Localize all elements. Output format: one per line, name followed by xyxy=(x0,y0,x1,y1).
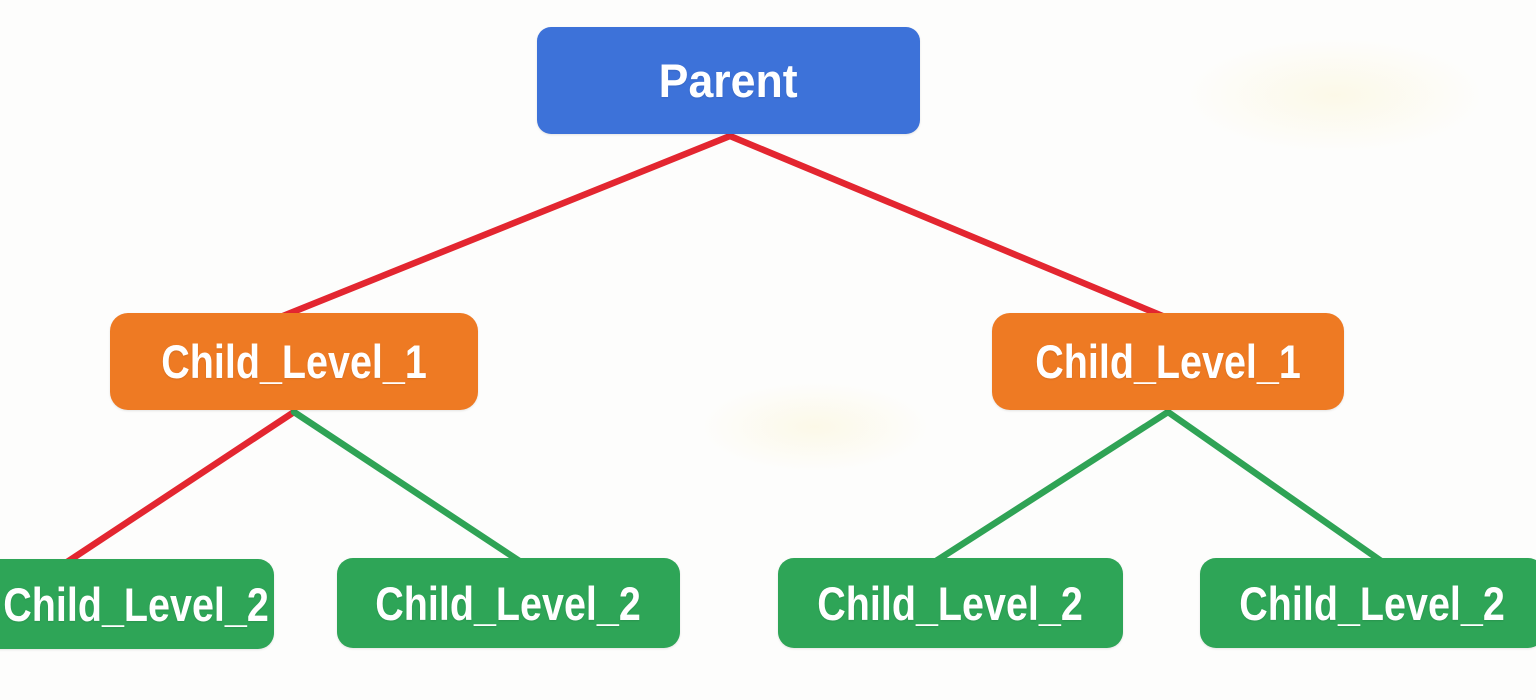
node-child-level-2-second-label: Child_Level_2 xyxy=(375,576,642,630)
node-child-level-1-right: Child_Level_1 xyxy=(992,313,1344,410)
node-child-level-2-second: Child_Level_2 xyxy=(337,558,680,648)
edge-parent-to-child1-left xyxy=(264,132,734,326)
node-child-level-1-right-label: Child_Level_1 xyxy=(1035,335,1301,388)
node-child-level-2-fourth: Child_Level_2 xyxy=(1200,558,1536,648)
edge-child1-left-to-child2-1 xyxy=(48,408,298,576)
edge-child1-left-to-child2-2 xyxy=(290,408,537,574)
node-parent-label: Parent xyxy=(659,54,798,107)
node-child-level-2-fourth-label: Child_Level_2 xyxy=(1239,576,1505,630)
node-child-level-2-third-label: Child_Level_2 xyxy=(817,576,1084,630)
edge-child1-right-to-child2-3 xyxy=(918,408,1172,574)
node-child-level-1-left: Child_Level_1 xyxy=(110,313,478,410)
node-parent: Parent xyxy=(537,27,920,134)
node-child-level-2-first: Child_Level_2 xyxy=(0,559,274,649)
edge-child1-right-to-child2-4 xyxy=(1164,408,1398,574)
edge-parent-to-child1-right xyxy=(726,132,1181,326)
node-child-level-1-left-label: Child_Level_1 xyxy=(161,335,427,388)
node-child-level-2-third: Child_Level_2 xyxy=(778,558,1123,648)
node-child-level-2-first-label: Child_Level_2 xyxy=(3,577,269,631)
